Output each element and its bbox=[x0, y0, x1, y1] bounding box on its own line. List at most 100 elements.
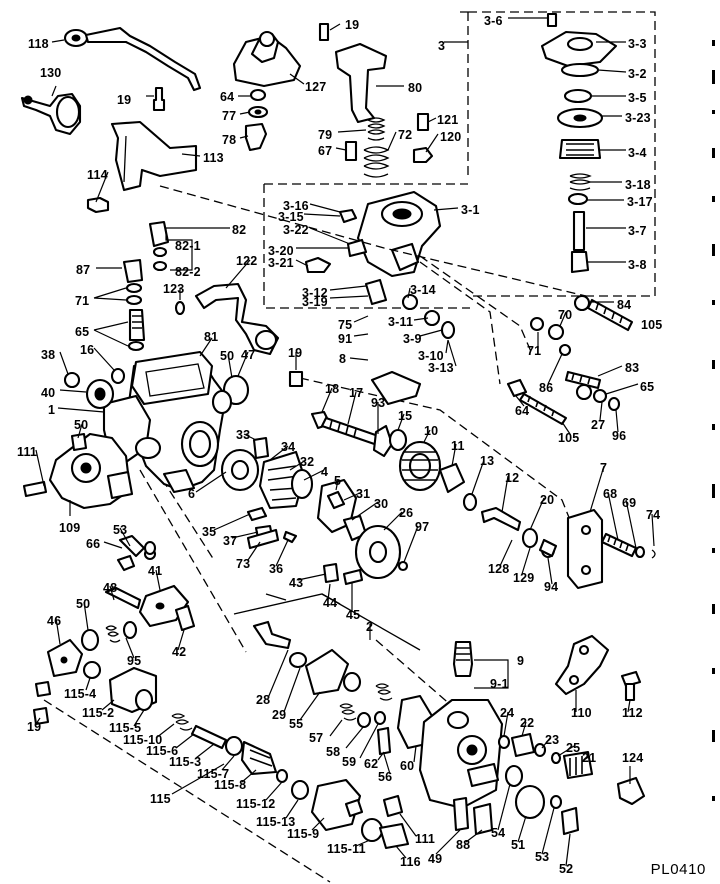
part-label: 77 bbox=[222, 109, 237, 123]
part-label: 122 bbox=[236, 254, 258, 268]
part-label: 19 bbox=[117, 93, 132, 107]
part-label: 24 bbox=[500, 706, 515, 720]
part-label: 33 bbox=[236, 428, 251, 442]
left-lower-parts-drawing bbox=[46, 547, 157, 678]
part-label: 115-12 bbox=[236, 797, 276, 811]
part-label: 15 bbox=[398, 409, 413, 423]
part-label: 3-7 bbox=[628, 224, 647, 238]
part-label: 3-13 bbox=[428, 361, 454, 375]
part-label: 26 bbox=[399, 506, 414, 520]
part-label: 50 bbox=[76, 597, 91, 611]
part-label: 3-8 bbox=[628, 258, 647, 272]
part-label: 115-2 bbox=[82, 706, 115, 720]
part-label: 109 bbox=[59, 521, 81, 535]
part-label: 51 bbox=[511, 838, 526, 852]
part-label: 1 bbox=[48, 403, 56, 417]
part-label: 9-1 bbox=[490, 677, 509, 691]
part-label: 3-11 bbox=[388, 315, 414, 329]
part-label: 115-5 bbox=[109, 721, 142, 735]
top-bracket-assembly-drawing bbox=[232, 22, 330, 152]
part-label: 34 bbox=[281, 440, 296, 454]
part-label: 3 bbox=[438, 39, 446, 53]
part-label: 130 bbox=[40, 66, 62, 80]
part-label: 3-16 bbox=[283, 199, 309, 213]
part-label: 55 bbox=[289, 717, 304, 731]
part-label: 13 bbox=[480, 454, 495, 468]
part-label: 2 bbox=[366, 620, 374, 634]
part-label: 31 bbox=[356, 487, 371, 501]
part-label: 60 bbox=[400, 759, 415, 773]
part-label: 6 bbox=[188, 487, 196, 501]
part-label: 54 bbox=[491, 826, 506, 840]
group-3-outline bbox=[263, 11, 656, 309]
part-label: 37 bbox=[223, 534, 238, 548]
part-label: 115 bbox=[150, 792, 171, 806]
part-label: 121 bbox=[437, 113, 459, 127]
part-label: 23 bbox=[545, 733, 560, 747]
part-label: 42 bbox=[172, 645, 187, 659]
part-label: 21 bbox=[582, 751, 597, 765]
part-label: 115-4 bbox=[64, 687, 97, 701]
part-label: 3-9 bbox=[403, 332, 422, 346]
part-label: 30 bbox=[374, 497, 389, 511]
part-label: 56 bbox=[378, 770, 393, 784]
part-label: 82 bbox=[232, 223, 247, 237]
part-label: 3-10 bbox=[418, 349, 444, 363]
part-label: 75 bbox=[338, 318, 353, 332]
part-label: 84 bbox=[617, 298, 632, 312]
part-label: 64 bbox=[220, 90, 235, 104]
part-label: 80 bbox=[408, 81, 423, 95]
part-label: 94 bbox=[544, 580, 559, 594]
part-label: 93 bbox=[371, 396, 386, 410]
part-label: 78 bbox=[222, 133, 237, 147]
part-label: 96 bbox=[612, 429, 627, 443]
part-label: 3-1 bbox=[461, 203, 480, 217]
part-label: 57 bbox=[309, 731, 324, 745]
lower-middle-parts-drawing bbox=[138, 562, 421, 651]
scan-edge-strip bbox=[708, 0, 720, 884]
part-label: 79 bbox=[318, 128, 333, 142]
part-label: 40 bbox=[41, 386, 56, 400]
part-label: 47 bbox=[241, 348, 256, 362]
part-label: 115-9 bbox=[287, 827, 320, 841]
part-label: 105 bbox=[641, 318, 663, 332]
part-label: 87 bbox=[76, 263, 91, 277]
left-upper-small-parts-drawing bbox=[122, 220, 280, 356]
part-label: 19 bbox=[27, 720, 42, 734]
part-label: 38 bbox=[41, 348, 56, 362]
part-label: 53 bbox=[113, 523, 128, 537]
part-label: 43 bbox=[289, 576, 304, 590]
part-label: 118 bbox=[28, 37, 49, 51]
part-label: 120 bbox=[440, 130, 462, 144]
part-label: 8 bbox=[339, 352, 347, 366]
part-label: 52 bbox=[559, 862, 574, 876]
part-label: 65 bbox=[640, 380, 655, 394]
part-label: 3-20 bbox=[268, 244, 294, 258]
part-label: 10 bbox=[424, 424, 439, 438]
part-label: 50 bbox=[220, 349, 235, 363]
part-label: 3-12 bbox=[302, 286, 328, 300]
part-label: 11 bbox=[451, 439, 465, 453]
part-label: 3-15 bbox=[278, 210, 304, 224]
part-label: 82-1 bbox=[175, 239, 201, 253]
part-label: 91 bbox=[338, 332, 353, 346]
part-label: 46 bbox=[47, 614, 62, 628]
part-label: 7 bbox=[600, 461, 608, 475]
part-label: 27 bbox=[591, 418, 606, 432]
part-label: 3-4 bbox=[628, 146, 647, 160]
plunger-group-drawing bbox=[34, 660, 410, 850]
part-label: 3-21 bbox=[268, 256, 294, 270]
part-label: 105 bbox=[558, 431, 580, 445]
part-label: 88 bbox=[456, 838, 471, 852]
part-label: 69 bbox=[622, 496, 637, 510]
part-label: 3-17 bbox=[627, 195, 653, 209]
part-label: 53 bbox=[535, 850, 550, 864]
part-label: 115-13 bbox=[256, 815, 296, 829]
leader-lines bbox=[35, 17, 655, 867]
solenoid-drawing bbox=[20, 92, 82, 136]
part-label: 67 bbox=[318, 144, 333, 158]
part-label: 4 bbox=[321, 465, 329, 479]
